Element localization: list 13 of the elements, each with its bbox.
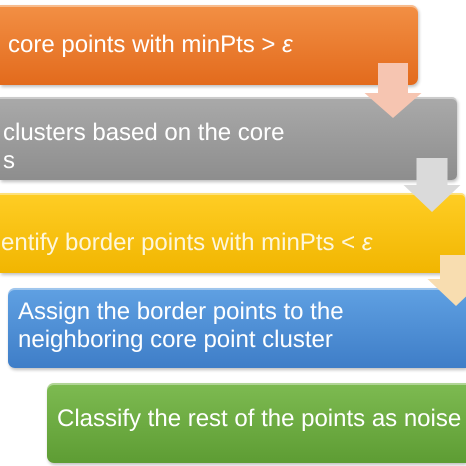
step-text: core points with minPts > ε: [8, 31, 294, 59]
step-box: [0, 97, 457, 180]
step-box: [0, 5, 418, 85]
step-box: [8, 288, 466, 368]
block-arrow: [428, 255, 466, 306]
block-arrow: [404, 158, 460, 212]
step-text: Assign the border points to the neighboring core point cluster: [18, 298, 345, 354]
block-arrow: [364, 63, 422, 118]
step-text: entify border points with minPts < ε: [1, 229, 374, 257]
step-box: [0, 193, 465, 273]
step-text: Classify the rest of the points as noise: [57, 405, 462, 433]
step-text: clusters based on the core s: [3, 118, 286, 174]
step-box: [47, 383, 466, 463]
